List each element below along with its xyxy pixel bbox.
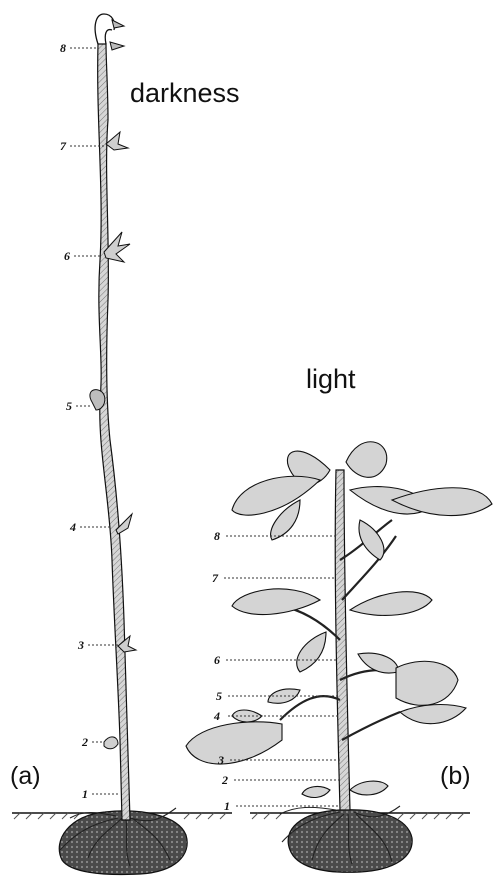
node-label-b-5: 5: [216, 690, 222, 702]
darkness-heading: darkness: [130, 78, 240, 109]
node-label-a-7: 7: [60, 140, 66, 152]
node-scale-7: [106, 132, 128, 150]
green-plant: [186, 442, 492, 873]
node-scale-5: [90, 390, 105, 410]
node-label-b-6: 6: [214, 654, 220, 666]
apex-hook-a: [95, 14, 114, 44]
node-label-a-8: 8: [60, 42, 66, 54]
node-label-a-6: 6: [64, 250, 70, 262]
stem-b: [335, 470, 350, 810]
node-label-b-8: 8: [214, 530, 220, 542]
panel-label-b: (b): [440, 762, 471, 791]
node-label-a-4: 4: [70, 521, 76, 533]
node-label-a-1: 1: [82, 788, 88, 800]
leader-lines-a: [70, 48, 120, 794]
light-heading: light: [306, 364, 356, 395]
node-label-b-1: 1: [224, 800, 230, 812]
node-label-a-2: 2: [82, 736, 88, 748]
node-label-b-2: 2: [222, 774, 228, 786]
node-label-b-3: 3: [218, 754, 224, 766]
stem-a: [98, 44, 130, 820]
panel-label-a: (a): [10, 762, 41, 791]
tuber-b: [288, 810, 412, 873]
leader-lines-b: [224, 536, 340, 806]
etiolated-plant: [59, 14, 187, 874]
node-scale-2: [104, 737, 118, 749]
node-label-a-3: 3: [78, 639, 84, 651]
node-label-a-5: 5: [66, 400, 72, 412]
node-label-b-7: 7: [212, 572, 218, 584]
node-label-b-4: 4: [214, 710, 220, 722]
